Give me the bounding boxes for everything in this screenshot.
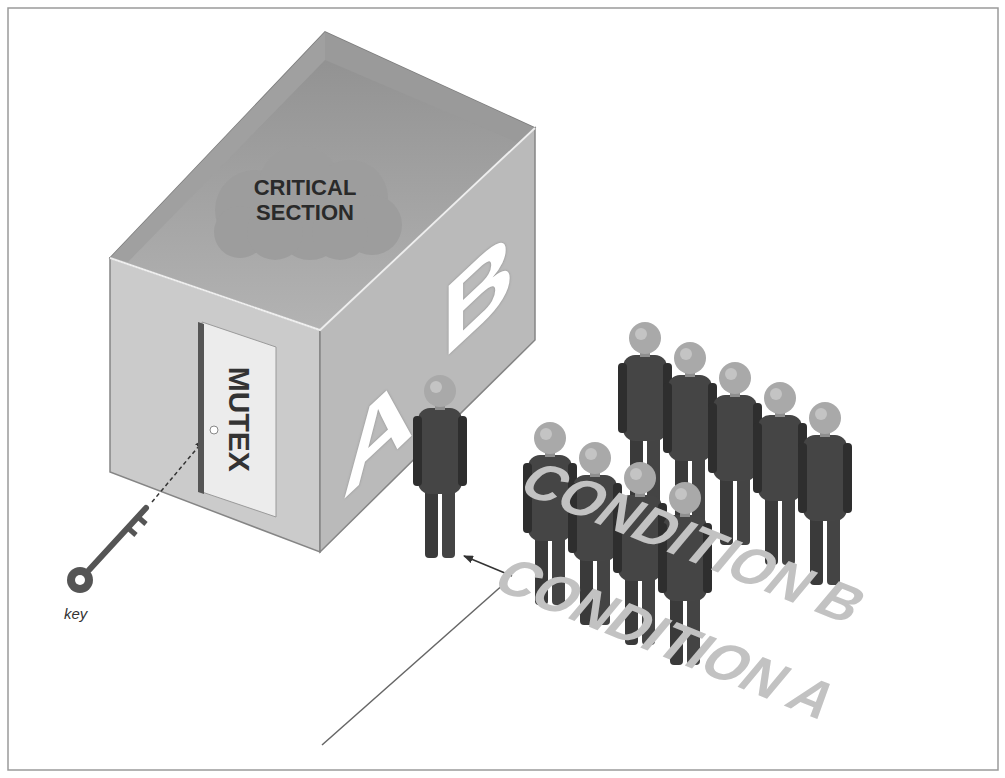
cloud-node: CRITICAL SECTION — [200, 140, 410, 260]
door-node: MUTEX — [198, 322, 278, 517]
face-letter: A — [342, 348, 414, 515]
key-arrow — [152, 440, 204, 502]
key-label: key — [64, 606, 87, 623]
key-icon — [67, 508, 146, 593]
critical-section-box — [110, 32, 535, 552]
face-letter: B — [442, 208, 514, 375]
mutex-text: MUTEX — [221, 367, 256, 472]
text-holder: MUTEX — [198, 322, 278, 517]
frame — [8, 8, 998, 770]
text-holder: CRITICAL SECTION — [200, 140, 410, 260]
floor-line — [322, 583, 505, 745]
box-node: AB CRITICAL SECTION MUTEX — [105, 28, 540, 558]
critical-section-text: CRITICAL SECTION — [230, 175, 380, 226]
